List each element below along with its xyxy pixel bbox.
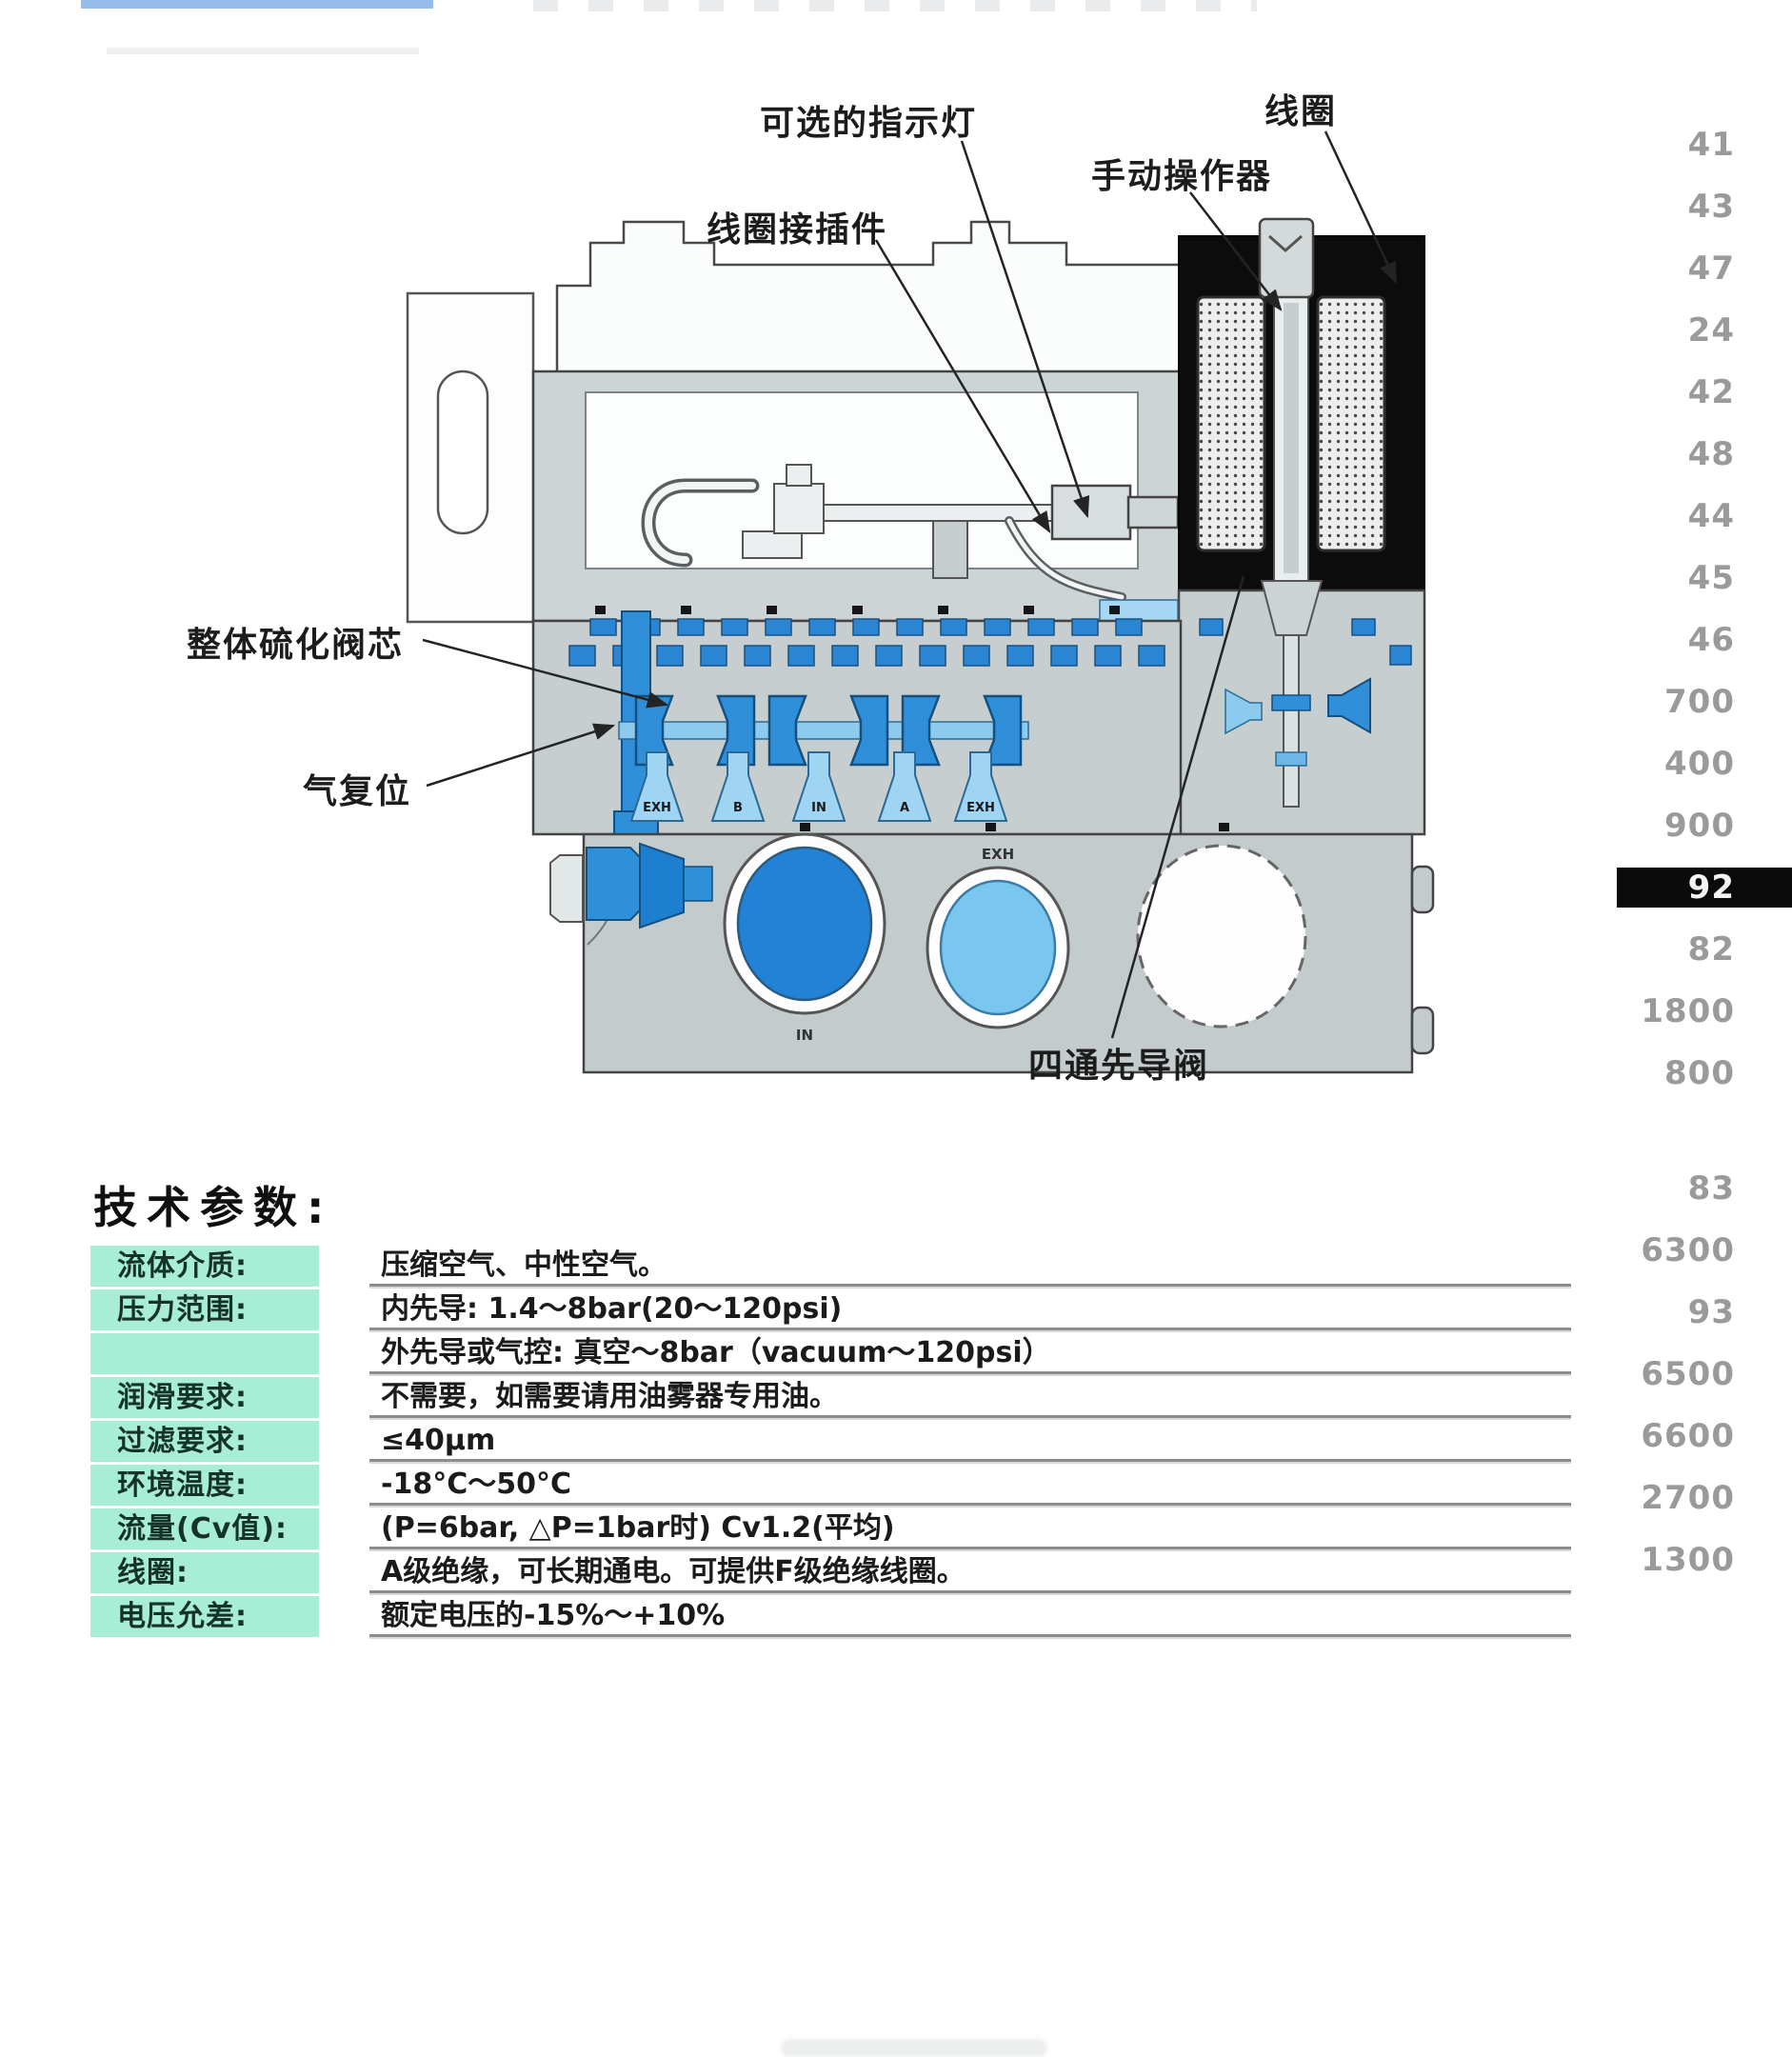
- sidebar-page-900[interactable]: 900: [1664, 807, 1735, 845]
- valve-diagram-area: EXH B IN A EXH: [400, 86, 1466, 1114]
- spec-label-temperature: 环境温度:: [90, 1465, 319, 1506]
- spec-label-coil: 线圈:: [90, 1552, 319, 1593]
- callout-four-way-pilot-valve: 四通先导阀: [1028, 1047, 1210, 1086]
- spec-value-lubrication: 不需要，如需要请用油雾器专用油。: [369, 1377, 1571, 1418]
- table-row: 过滤要求: ≤40μm: [90, 1421, 1576, 1462]
- top-crop-blue-bar: [81, 0, 433, 9]
- manifold-label-in: IN: [796, 1027, 813, 1044]
- sidebar-page-92-active[interactable]: 92: [1617, 868, 1792, 908]
- sidebar-page-48[interactable]: 48: [1687, 435, 1735, 473]
- sidebar-page-47[interactable]: 47: [1687, 250, 1735, 288]
- table-row: 压力范围: 内先导: 1.4～8bar(20～120psi): [90, 1289, 1576, 1330]
- pilot-valve-stem: [1225, 580, 1371, 808]
- left-flange: [406, 291, 535, 624]
- spec-value-pressure-internal: 内先导: 1.4～8bar(20～120psi): [369, 1289, 1571, 1330]
- sidebar-page-93[interactable]: 93: [1687, 1293, 1735, 1331]
- callout-indicator-light: 可选的指示灯: [760, 104, 978, 143]
- sidebar-page-45[interactable]: 45: [1687, 559, 1735, 597]
- sidebar-page-83[interactable]: 83: [1687, 1169, 1735, 1208]
- table-row: 环境温度: -18°C～50°C: [90, 1465, 1576, 1506]
- spec-label-voltage: 电压允差:: [90, 1596, 319, 1637]
- valve-cross-section-diagram: EXH B IN A EXH: [406, 130, 1435, 1074]
- port-circle-in: [723, 832, 886, 1015]
- sidebar-page-44[interactable]: 44: [1687, 497, 1735, 535]
- sidebar-page-6600[interactable]: 6600: [1641, 1417, 1735, 1455]
- sidebar-page-46[interactable]: 46: [1687, 621, 1735, 659]
- spec-value-coil: A级绝缘，可长期通电。可提供F级绝缘线圈。: [369, 1552, 1571, 1593]
- sidebar-page-6300[interactable]: 6300: [1641, 1231, 1735, 1269]
- top-cap: [555, 220, 1183, 375]
- port-circle-blank: [1136, 844, 1307, 1028]
- port-label-in: IN: [811, 801, 826, 815]
- spec-value-fluid: 压缩空气、中性空气。: [369, 1246, 1571, 1287]
- pilot-linkage: [641, 464, 1180, 602]
- port-labels: EXH B IN A EXH: [643, 801, 995, 815]
- manual-operator-cap: [1258, 217, 1315, 299]
- port-label-b: B: [733, 801, 743, 815]
- port-circle-exh: [926, 866, 1070, 1029]
- table-row: 线圈: A级绝缘，可长期通电。可提供F级绝缘线圈。: [90, 1552, 1576, 1593]
- sidebar-page-1300[interactable]: 1300: [1641, 1541, 1735, 1579]
- spec-label-lubrication: 润滑要求:: [90, 1377, 319, 1418]
- callout-manual-operator: 手动操作器: [1091, 157, 1273, 196]
- table-row: 润滑要求: 不需要，如需要请用油雾器专用油。: [90, 1377, 1576, 1418]
- manifold-label-exh: EXH: [982, 846, 1014, 863]
- port-label-exh-right: EXH: [966, 801, 995, 815]
- table-row: 流量(Cv值): (P=6bar, △P=1bar时) Cv1.2(平均): [90, 1508, 1576, 1549]
- specs-heading: 技术参数:: [93, 1182, 334, 1233]
- coil-assembly: [1178, 217, 1425, 591]
- table-row: 外先导或气控: 真空～8bar（vacuum～120psi）: [90, 1333, 1576, 1374]
- sidebar-page-2700[interactable]: 2700: [1641, 1479, 1735, 1517]
- callout-coil-connector: 线圈接插件: [707, 210, 888, 250]
- spec-label-filtration: 过滤要求:: [90, 1421, 319, 1462]
- manifold: IN EXH: [549, 832, 1435, 1074]
- page-number-sidebar: 41 43 47 24 42 48 44 45 46 700 400 900 9…: [1562, 114, 1792, 1591]
- inlet-plug: [549, 842, 713, 929]
- sidebar-page-41[interactable]: 41: [1687, 126, 1735, 164]
- callout-air-return: 气复位: [303, 772, 412, 811]
- callout-vulcanized-core: 整体硫化阀芯: [187, 626, 405, 665]
- specs-table: 流体介质: 压缩空气、中性空气。 压力范围: 内先导: 1.4～8bar(20～…: [90, 1246, 1576, 1640]
- leader-lines: [422, 130, 1398, 1039]
- top-crop-gray-line: [107, 48, 419, 54]
- spec-label-blank: [90, 1333, 319, 1374]
- table-row: 流体介质: 压缩空气、中性空气。: [90, 1246, 1576, 1287]
- spec-label-fluid: 流体介质:: [90, 1246, 319, 1287]
- sidebar-page-400[interactable]: 400: [1664, 745, 1735, 783]
- port-label-a: A: [900, 801, 909, 815]
- spec-value-filtration: ≤40μm: [369, 1421, 1571, 1462]
- bottom-crop-artifact: [781, 2039, 1047, 2057]
- port-funnels: [629, 751, 1008, 822]
- sidebar-page-800[interactable]: 800: [1664, 1054, 1735, 1092]
- spec-label-pressure: 压力范围:: [90, 1289, 319, 1330]
- sidebar-page-42[interactable]: 42: [1687, 373, 1735, 411]
- sidebar-page-24[interactable]: 24: [1687, 311, 1735, 349]
- sidebar-page-1800[interactable]: 1800: [1641, 992, 1735, 1030]
- spec-value-flow: (P=6bar, △P=1bar时) Cv1.2(平均): [369, 1508, 1571, 1549]
- table-row: 电压允差: 额定电压的-15%～+10%: [90, 1596, 1576, 1637]
- sidebar-page-82[interactable]: 82: [1687, 930, 1735, 969]
- spec-label-flow: 流量(Cv值):: [90, 1508, 319, 1549]
- sidebar-page-700[interactable]: 700: [1664, 683, 1735, 721]
- spec-value-voltage: 额定电压的-15%～+10%: [369, 1596, 1571, 1637]
- spool-assembly: [618, 694, 1029, 767]
- spec-value-pressure-external: 外先导或气控: 真空～8bar（vacuum～120psi）: [369, 1333, 1571, 1374]
- port-label-exh-left: EXH: [643, 801, 671, 815]
- sidebar-page-43[interactable]: 43: [1687, 188, 1735, 226]
- seal-dashes: [568, 618, 1412, 667]
- spec-value-temperature: -18°C～50°C: [369, 1465, 1571, 1506]
- top-crop-artifacts: [533, 0, 1257, 11]
- sidebar-page-6500[interactable]: 6500: [1641, 1355, 1735, 1393]
- callout-coil: 线圈: [1264, 92, 1338, 131]
